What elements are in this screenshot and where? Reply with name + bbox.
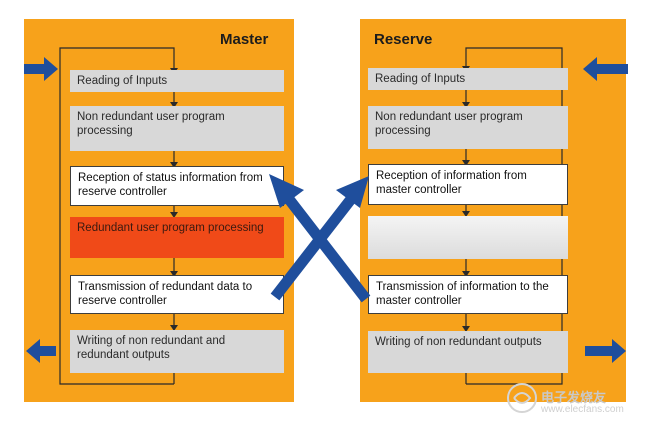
master-step-writing-outputs: Writing of non redundant and redundant o… <box>70 330 284 373</box>
master-input-arrow <box>24 57 58 81</box>
reserve-output-arrow <box>585 339 626 363</box>
master-step-transmission-redundant: Transmission of redundant data to reserv… <box>70 275 284 314</box>
reserve-input-arrow <box>583 57 628 81</box>
master-step-reception-status: Reception of status information from res… <box>70 166 284 206</box>
master-step-redundant-processing: Redundant user program processing <box>70 217 284 258</box>
reserve-step-idle <box>368 216 568 259</box>
reserve-step-reading-inputs: Reading of Inputs <box>368 68 568 90</box>
reserve-step-transmission-info: Transmission of information to the maste… <box>368 275 568 314</box>
master-title: Master <box>220 31 269 48</box>
arrow-to-master-reception <box>269 174 304 208</box>
master-loop-line <box>59 47 175 385</box>
master-step-reading-inputs: Reading of Inputs <box>70 70 284 92</box>
master-output-arrow <box>26 339 56 363</box>
watermark-cn: 电子发烧友 <box>541 390 607 405</box>
watermark-site: www.elecfans.com <box>541 404 624 415</box>
reserve-step-writing-outputs: Writing of non redundant outputs <box>368 331 568 373</box>
arrow-to-reserve-reception <box>336 176 369 208</box>
reserve-step-non-redundant-processing: Non redundant user program processing <box>368 106 568 149</box>
master-step-non-redundant-processing: Non redundant user program processing <box>70 106 284 151</box>
reserve-title: Reserve <box>374 31 433 48</box>
reserve-loop-line <box>465 47 563 385</box>
reserve-step-reception-info: Reception of information from master con… <box>368 164 568 205</box>
cross-arrows <box>269 174 371 303</box>
